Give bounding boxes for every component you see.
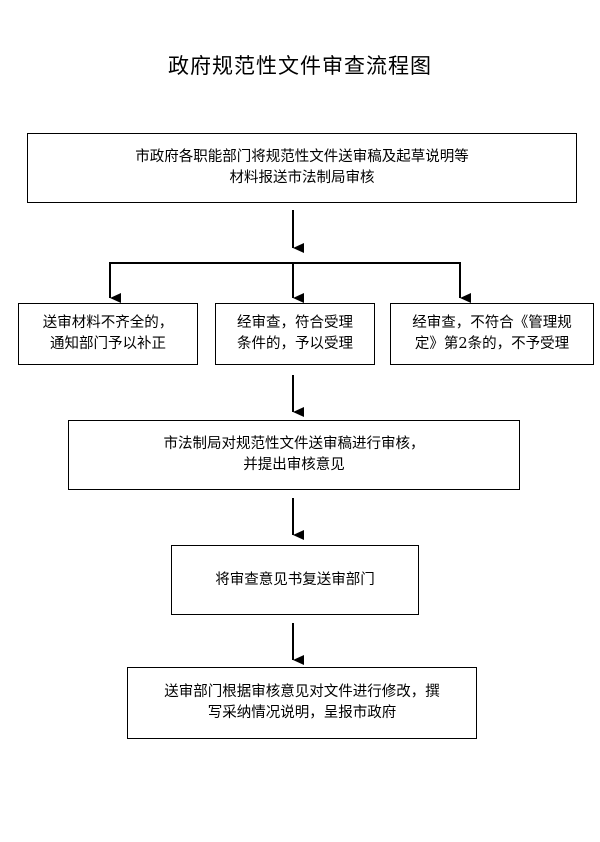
node-accepted: 经审查，符合受理 条件的，予以受理	[215, 303, 375, 365]
node-rejected-line-2: 定》第2条的，不予受理	[414, 336, 570, 352]
node-review: 市法制局对规范性文件送审稿进行审核， 并提出审核意见	[68, 420, 520, 490]
node-revise-line-1: 送审部门根据审核意见对文件进行修改，撰	[164, 684, 440, 700]
node-accepted-line-2: 条件的，予以受理	[237, 336, 353, 352]
node-rejected: 经审查，不符合《管理规 定》第2条的，不予受理	[390, 303, 594, 365]
node-incomplete-line-1: 送审材料不齐全的，	[42, 315, 174, 331]
node-accepted-line-1: 经审查，符合受理	[237, 315, 353, 331]
page-title: 政府规范性文件审查流程图	[168, 54, 432, 78]
node-reply-line-1: 将审查意见书复送审部门	[215, 571, 375, 588]
node-reply: 将审查意见书复送审部门	[171, 545, 419, 615]
node-submit-line-1: 市政府各职能部门将规范性文件送审稿及起草说明等	[135, 149, 469, 165]
node-revise: 送审部门根据审核意见对文件进行修改，撰 写采纳情况说明，呈报市政府	[127, 667, 477, 739]
node-incomplete: 送审材料不齐全的， 通知部门予以补正	[18, 303, 198, 365]
node-submit: 市政府各职能部门将规范性文件送审稿及起草说明等 材料报送市法制局审核	[27, 133, 577, 203]
node-rejected-line-1: 经审查，不符合《管理规	[412, 315, 572, 331]
node-incomplete-line-2: 通知部门予以补正	[50, 336, 166, 352]
node-submit-line-2: 材料报送市法制局审核	[229, 170, 375, 186]
node-review-line-2: 并提出审核意见	[243, 457, 345, 473]
node-review-line-1: 市法制局对规范性文件送审稿进行审核，	[163, 436, 425, 452]
node-revise-line-2: 写采纳情况说明，呈报市政府	[207, 705, 397, 721]
